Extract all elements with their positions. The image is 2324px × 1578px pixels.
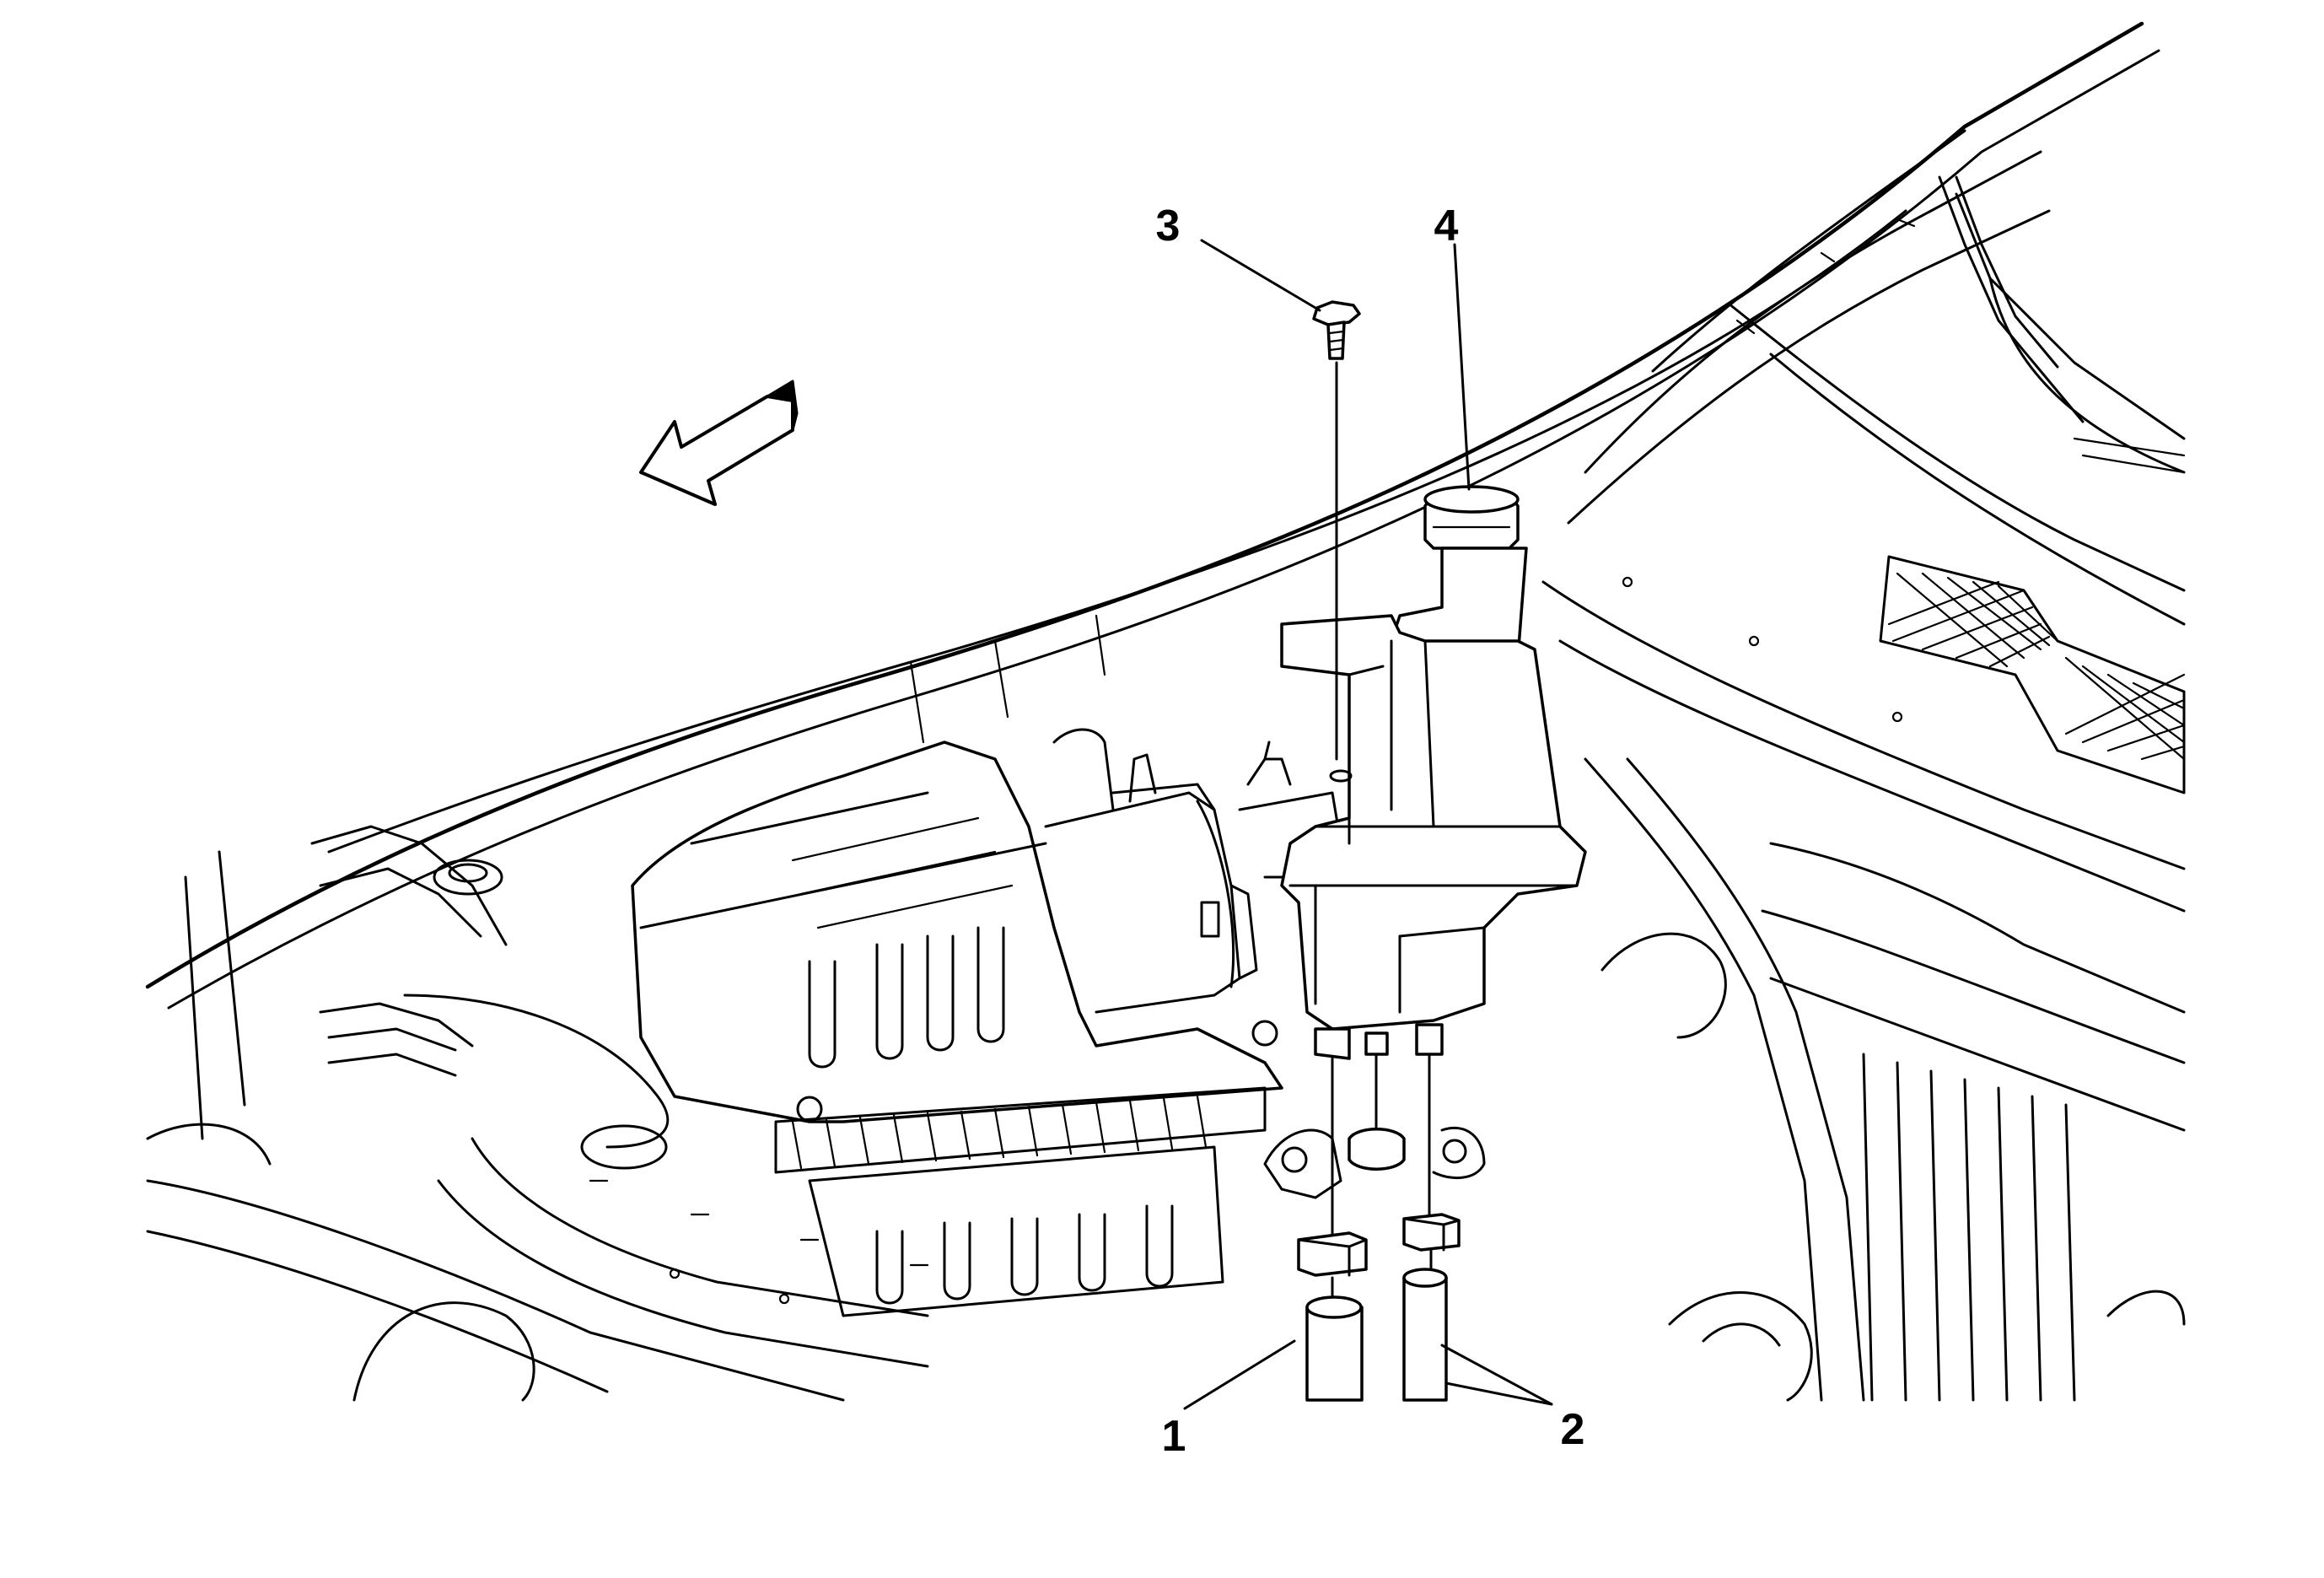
cowl-vent-grille	[1879, 555, 2186, 794]
hose-assembly	[1297, 1053, 1461, 1402]
bolt	[1312, 300, 1361, 783]
air-cleaner-housing	[631, 741, 1283, 1317]
hose-clamp-1	[1297, 1231, 1368, 1277]
hose-1	[1305, 1295, 1364, 1402]
cowl-panel	[1541, 150, 2186, 913]
wheelhouse	[1584, 757, 2186, 1402]
callout-1-label: 1	[1162, 1412, 1186, 1461]
callout-4-label: 4	[1434, 202, 1459, 250]
callout-2-label: 2	[1561, 1405, 1585, 1454]
hose-clamp-2	[1402, 1213, 1461, 1252]
hood-outline	[145, 21, 2160, 1010]
reservoir	[1280, 485, 1587, 1060]
callout-leaders	[1183, 239, 1553, 1410]
hose-2	[1402, 1268, 1448, 1402]
forward-arrow-icon	[639, 380, 799, 506]
callout-3-label: 3	[1156, 202, 1181, 250]
radiator-support	[146, 825, 929, 1402]
